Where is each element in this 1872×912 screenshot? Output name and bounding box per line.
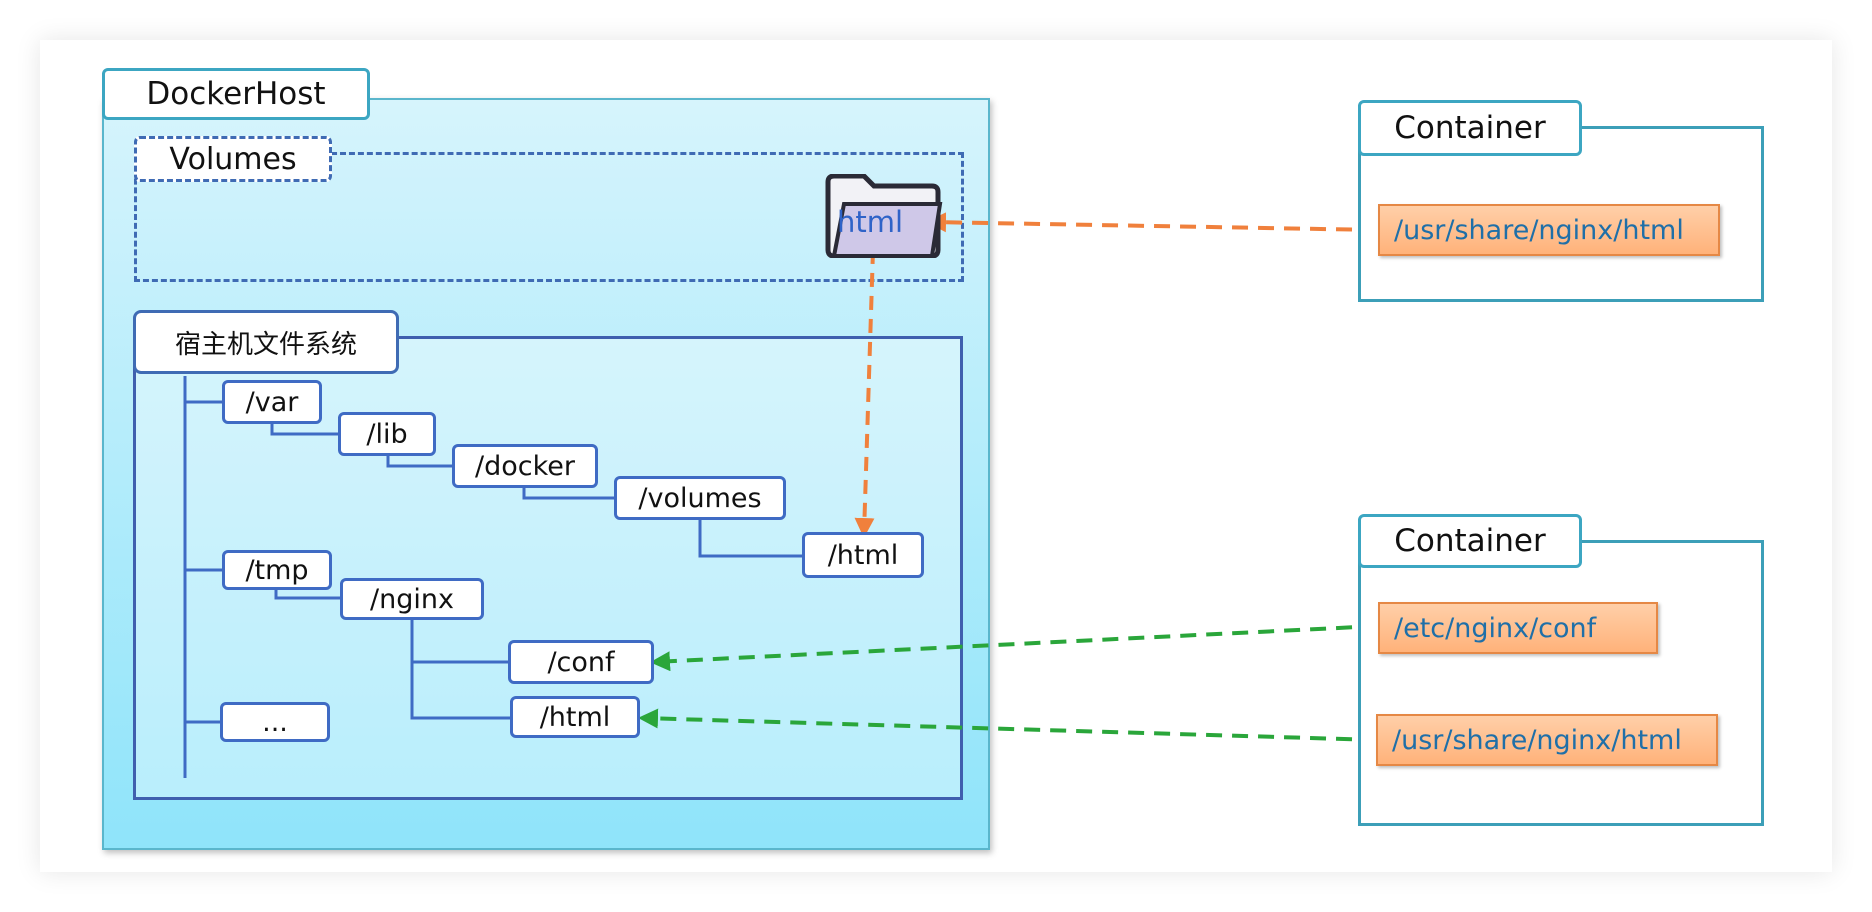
host-filesystem-title: 宿主机文件系统 xyxy=(133,310,399,374)
tree-link-docker-volumes xyxy=(522,486,616,500)
tree-link-nginx-html xyxy=(410,662,512,720)
fs-node-nginx-html: /html xyxy=(510,696,640,738)
fs-node-lib: /lib xyxy=(338,412,436,456)
fs-node-conf: /conf xyxy=(508,640,654,684)
container-2-conf-path: /etc/nginx/conf xyxy=(1378,602,1658,654)
container-1-title: Container xyxy=(1358,100,1582,156)
tree-link-nginx-conf xyxy=(410,618,510,664)
tree-link-var-lib xyxy=(270,420,340,436)
container-2-box xyxy=(1358,540,1764,826)
fs-node-var: /var xyxy=(222,380,322,424)
container1-to-volume-arrow xyxy=(926,212,1379,233)
fs-node-volumes-html: /html xyxy=(802,532,924,578)
fs-node-ellipsis: ... xyxy=(220,702,330,742)
fs-node-volumes: /volumes xyxy=(614,476,786,520)
volume-folder-label: html xyxy=(836,205,904,239)
container2-conf-to-host-conf-arrow xyxy=(650,624,1379,672)
docker-host-title: DockerHost xyxy=(102,68,370,120)
volumes-title: Volumes xyxy=(134,136,332,182)
fs-node-docker: /docker xyxy=(452,444,598,488)
folder-icon xyxy=(825,174,943,258)
tree-link-tmp-nginx xyxy=(274,588,342,600)
fs-node-nginx: /nginx xyxy=(340,578,484,620)
container-2-html-path: /usr/share/nginx/html xyxy=(1376,714,1718,766)
container2-html-to-host-html-arrow xyxy=(638,708,1379,742)
volume-to-host-html-arrow xyxy=(854,249,875,538)
tree-link-volumes-html xyxy=(698,518,804,558)
fs-node-tmp: /tmp xyxy=(222,550,332,590)
container-1-html-path: /usr/share/nginx/html xyxy=(1378,204,1720,256)
container-2-title: Container xyxy=(1358,514,1582,568)
tree-link-lib-docker xyxy=(386,452,454,468)
volumes-box xyxy=(134,152,964,282)
